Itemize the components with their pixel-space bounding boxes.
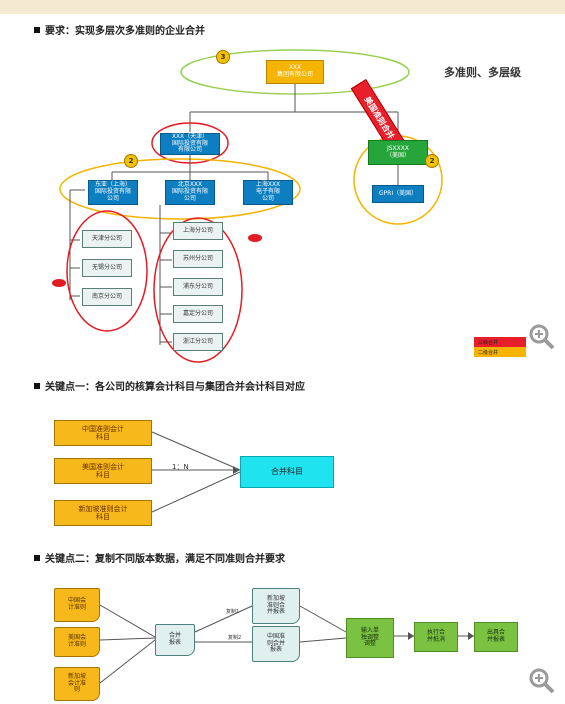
red-marker-left (52, 279, 66, 287)
bullet-icon (34, 554, 40, 561)
multi-standard-note: 多准则、多层级 (444, 66, 521, 79)
level-badge-3: 3 (216, 50, 230, 64)
heading-key-point-2: 关键点二：复制不同版本数据，满足不同准则合并要求 (34, 550, 285, 565)
center-branch-5: 浙江分公司 (173, 333, 223, 351)
source-china-standard: 中国会 计准则 (54, 588, 100, 622)
level-badge-2-right: 2 (425, 154, 439, 168)
top-band (0, 0, 565, 14)
heading-text: 关键点一：各公司的核算会计科目与集团合并会计科目对应 (45, 382, 305, 393)
legend-level2: 二级合并 (474, 347, 526, 357)
zoom-in-icon[interactable] (527, 322, 555, 350)
center-branch-1: 上海分公司 (173, 222, 223, 240)
ratio-label: 1：N (172, 463, 189, 471)
left-branch-1: 天津分公司 (82, 230, 132, 248)
zoom-in-icon[interactable] (527, 666, 555, 694)
root-company-node: XXX 集团有限公司 (266, 60, 324, 84)
source-us-standard: 美国会 计准则 (54, 627, 100, 657)
center-branch-2: 苏州分公司 (173, 250, 223, 268)
red-marker-center (248, 234, 262, 242)
bullet-icon (34, 382, 40, 389)
source-singapore-standard: 新加坡 会计准 则 (54, 667, 100, 701)
heading-text: 要求：实现多层次多准则的企业合并 (45, 26, 205, 37)
merged-report-node: 合并 报表 (155, 624, 195, 656)
heading-key-point-1: 关键点一：各公司的核算会计科目与集团合并会计科目对应 (34, 378, 305, 393)
copy-1-label: 复制1 (226, 609, 240, 615)
bullet-icon (34, 26, 40, 33)
left-branch-3: 南京分公司 (82, 288, 132, 306)
elimination-step-node: 执行合 并抵消 (414, 622, 458, 652)
adjustment-step-node: 输入单 独调整 调整 (346, 618, 394, 658)
heading-text: 关键点二：复制不同版本数据，满足不同准则合并要求 (45, 554, 285, 565)
legend-level3: 三级合并 (474, 337, 526, 347)
us-company-node: JSXXXX （美国） (368, 140, 428, 165)
china-consolidated-node: 中国准 则合并 报表 (252, 626, 300, 662)
level3-node-1: 东亚（上海） 国际投资有限 公司 (88, 180, 138, 205)
tianjin-holding-node: XXX（天津） 国际投资有限 有限公司 (160, 133, 220, 155)
merged-account-node: 合并科目 (240, 456, 334, 488)
center-branch-3: 浦东分公司 (173, 278, 223, 296)
source-singapore-account: 新加坡准则会计 科目 (54, 500, 152, 526)
copy-2-label: 复制2 (228, 635, 242, 641)
gpri-node: GPRI（美国） (372, 185, 424, 203)
report-step-node: 出具合 并报表 (474, 622, 518, 652)
source-china-account: 中国准则会计 科目 (54, 420, 152, 446)
level3-node-3: 上海XXX 电子有限 公司 (243, 180, 293, 205)
singapore-consolidated-node: 新加坡 准则合 并报表 (252, 588, 300, 624)
left-branch-2: 无锡分公司 (82, 259, 132, 277)
center-branch-4: 嘉定分公司 (173, 305, 223, 323)
level-badge-2-left: 2 (124, 154, 138, 168)
heading-requirement: 要求：实现多层次多准则的企业合并 (34, 22, 205, 37)
level3-node-2: 北京XXX 国际投资有限 公司 (165, 180, 215, 205)
source-us-account: 美国准则会计 科目 (54, 458, 152, 484)
